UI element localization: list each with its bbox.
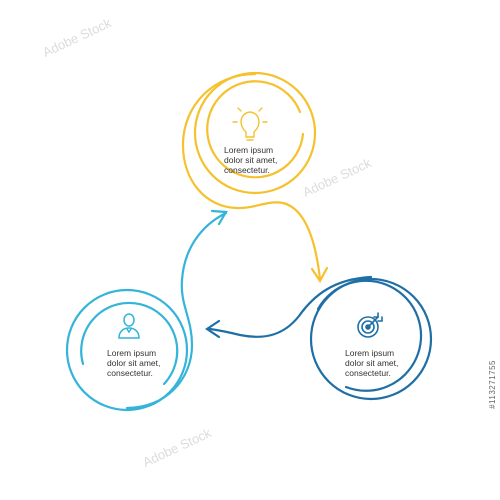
teal-circle-group (65, 209, 228, 412)
person-icon (118, 313, 140, 339)
lightbulb-icon (232, 107, 268, 141)
navy-arrowhead (205, 319, 221, 339)
yellow-inner-ring (193, 71, 317, 195)
yellow-arrowhead (310, 266, 329, 284)
navy-outer-spiral (208, 275, 423, 392)
idea-node-text: Lorem ipsum dolor sit amet, consectetur. (224, 145, 278, 175)
target-icon (357, 312, 383, 338)
yellow-outer-spiral (181, 72, 322, 281)
navy-circle-group (205, 275, 433, 401)
teal-outer-spiral (80, 211, 228, 410)
user-node-text: Lorem ipsum dolor sit amet, consectetur. (107, 348, 161, 378)
yellow-circle-group (181, 71, 329, 284)
goal-node-text: Lorem ipsum dolor sit amet, consectetur. (345, 348, 399, 378)
stock-id-label: #113271755 (488, 360, 497, 409)
teal-inner-ring (65, 288, 189, 412)
navy-inner-ring (309, 277, 433, 401)
teal-arrowhead (210, 209, 228, 226)
